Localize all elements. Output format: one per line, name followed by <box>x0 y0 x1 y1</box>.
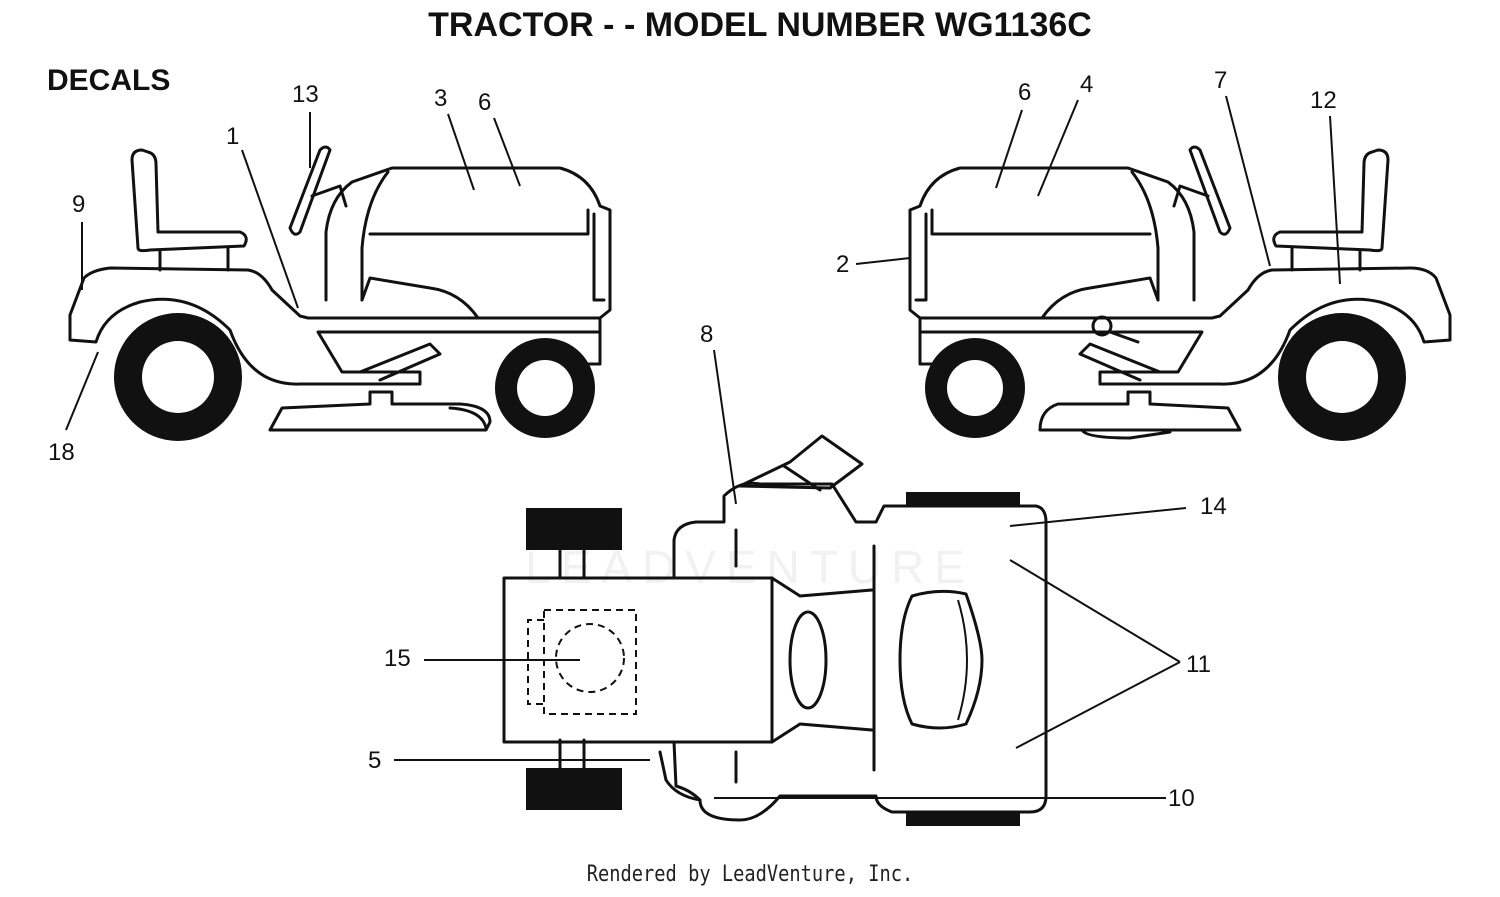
leader-11-upper <box>1009 559 1181 663</box>
steering-wheel-top <box>738 434 864 490</box>
front-tire-bottom <box>526 768 622 810</box>
callout-5: 5 <box>368 747 381 774</box>
leader-8 <box>713 349 737 505</box>
steering-column <box>310 184 348 208</box>
callout-10: 10 <box>1168 785 1195 812</box>
leader-7 <box>1225 95 1271 267</box>
callout-7: 7 <box>1214 67 1227 94</box>
seat-top <box>898 589 984 730</box>
callout-9: 9 <box>72 191 85 218</box>
callout-12: 12 <box>1310 87 1337 114</box>
footer-credit: Rendered by LeadVenture, Inc. <box>586 862 914 887</box>
chassis-front-right <box>918 316 936 366</box>
deck-chute <box>448 406 488 430</box>
leader-6-left <box>493 117 521 187</box>
rear-wheel-hub <box>142 341 214 413</box>
leader-2 <box>855 257 911 265</box>
callout-11: 11 <box>1186 651 1211 678</box>
deck-top-edge <box>658 750 702 802</box>
hood-panel-line-right <box>930 208 1152 236</box>
callout-18: 18 <box>48 439 75 466</box>
deck-chute-right <box>1080 428 1172 440</box>
leader-1 <box>241 149 299 309</box>
mower-deck <box>268 390 492 432</box>
front-wheel-hub-right <box>947 360 1003 416</box>
front-axle-bottom <box>558 738 586 770</box>
steering-column-right <box>1172 184 1210 208</box>
hood-right <box>908 166 1196 320</box>
engine-pulley-outline <box>555 623 625 693</box>
rear-tire-top <box>906 492 1020 506</box>
seat-back-right <box>1272 148 1390 253</box>
hood <box>324 166 612 320</box>
leader-4 <box>1037 99 1079 197</box>
steering-wheel-rim-top <box>782 464 822 492</box>
callout-15: 15 <box>384 645 411 672</box>
steering-wheel-right <box>1188 145 1232 236</box>
leader-18 <box>65 351 99 431</box>
rear-fender-right <box>918 266 1452 386</box>
engine-outline <box>543 609 637 715</box>
callout-13: 13 <box>292 81 319 108</box>
grille-edge-right <box>914 212 928 302</box>
lift-lever-knob <box>1091 315 1113 337</box>
hood-panel-line <box>368 208 590 236</box>
page-title: TRACTOR - - MODEL NUMBER WG1136C <box>428 6 1092 44</box>
rear-fender <box>68 266 602 386</box>
callout-6-right: 6 <box>1018 79 1031 106</box>
mower-deck-right <box>1038 390 1242 432</box>
footrest-right <box>1078 342 1162 382</box>
leader-6-right <box>995 109 1023 189</box>
callout-1: 1 <box>226 123 239 150</box>
footrest <box>358 342 442 382</box>
leader-lines <box>65 95 1341 799</box>
callout-8: 8 <box>700 321 713 348</box>
seat-post <box>158 246 230 272</box>
front-axle-top <box>558 548 586 580</box>
steering-column-top <box>770 576 874 744</box>
front-tire-top <box>526 508 622 550</box>
callout-2: 2 <box>836 251 849 278</box>
leader-12 <box>1329 115 1341 285</box>
tractor-top-view <box>502 434 1048 826</box>
seat-post-right <box>1290 246 1362 272</box>
chassis-front <box>584 316 602 366</box>
callout-14: 14 <box>1200 493 1227 520</box>
callout-numbers: 1 13 3 6 9 18 6 4 7 12 2 8 14 11 15 5 10 <box>48 67 1337 812</box>
steering-hub-top <box>788 610 828 710</box>
seat-back <box>130 148 248 253</box>
body-top <box>672 481 1048 822</box>
dash-line-right <box>1130 170 1160 302</box>
callout-3: 3 <box>434 85 447 112</box>
callout-4: 4 <box>1080 71 1093 98</box>
leader-14 <box>1009 507 1187 527</box>
tractor-right-side-view <box>908 145 1452 441</box>
front-wheel-hub <box>517 360 573 416</box>
tractor-left-side-view <box>68 145 612 441</box>
engine-bracket-outline <box>527 619 544 705</box>
leader-3 <box>447 113 475 191</box>
section-heading: DECALS <box>47 64 171 97</box>
dash-line <box>360 170 390 302</box>
grille-edge <box>592 212 606 302</box>
steering-wheel <box>288 145 332 236</box>
rear-tire-bottom <box>906 812 1020 826</box>
leader-11-lower <box>1015 661 1181 749</box>
seat-back-top <box>957 599 968 721</box>
callout-6-left: 6 <box>478 89 491 116</box>
rear-wheel-hub-right <box>1306 341 1378 413</box>
lift-lever <box>1108 330 1140 344</box>
